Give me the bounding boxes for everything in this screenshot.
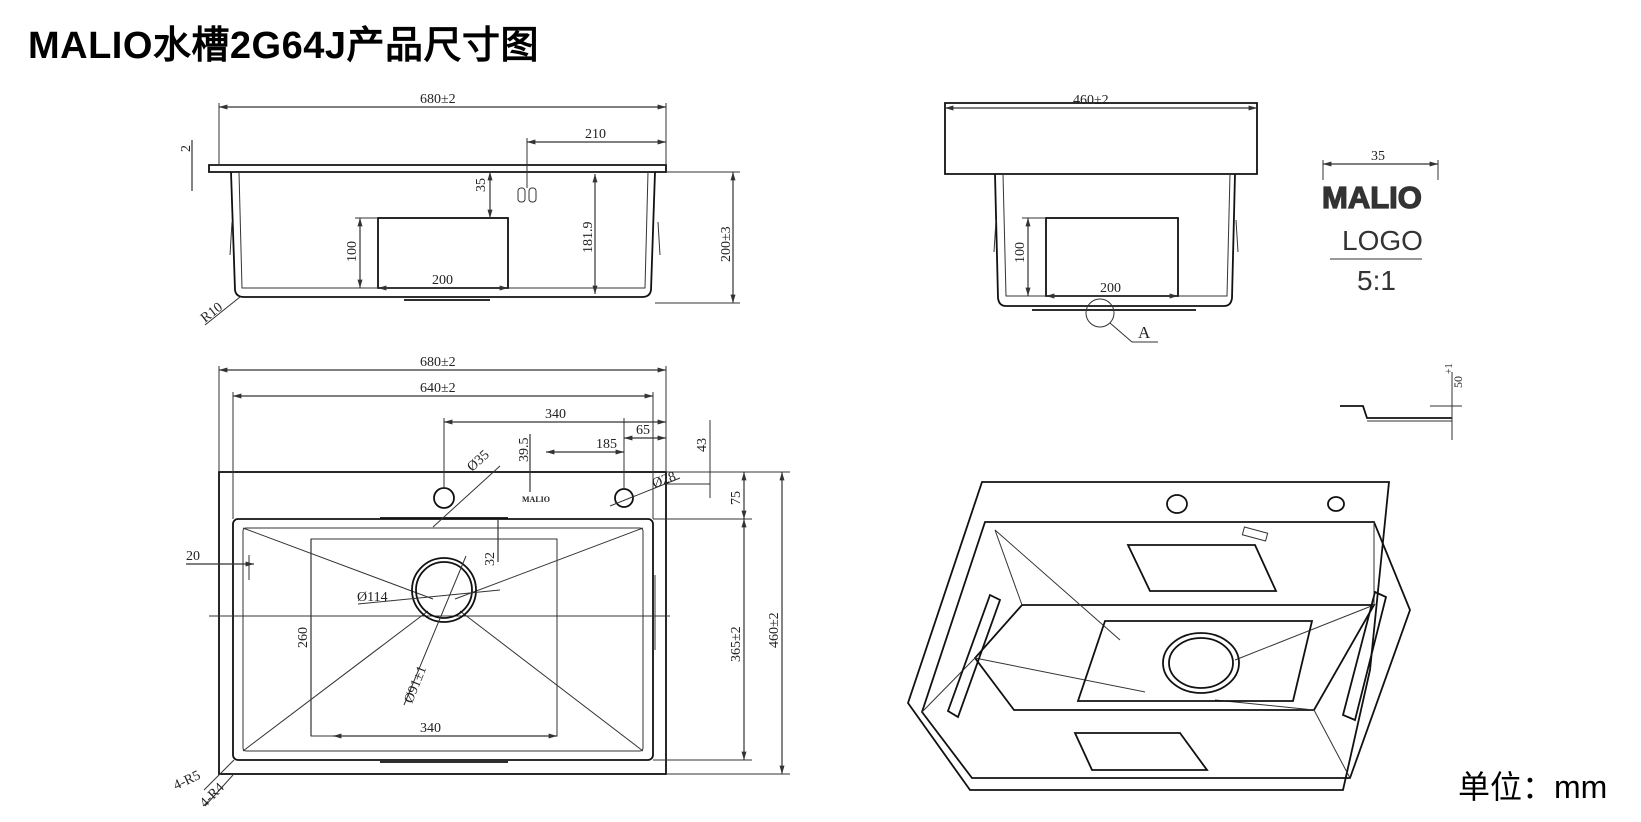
side-window-w: 200 <box>1100 281 1121 296</box>
top-corner-r4: 4-R4 <box>197 780 227 810</box>
top-corner-r5: 4-R5 <box>171 768 203 793</box>
edge-tolerance: +1 <box>1444 363 1455 374</box>
front-offset-210: 210 <box>585 127 606 142</box>
side-window-h: 100 <box>1013 242 1028 263</box>
top-hole-offset: 185 <box>596 437 617 452</box>
front-radius: R10 <box>198 300 226 326</box>
logo-scale: 5:1 <box>1357 265 1396 296</box>
top-grid-w: 340 <box>420 721 441 736</box>
logo-caption: LOGO <box>1342 225 1423 256</box>
logo-detail: 35 MALIO LOGO 5:1 <box>1321 149 1439 296</box>
isometric-view <box>907 481 1411 791</box>
front-window-w: 200 <box>432 273 453 288</box>
front-window-h: 100 <box>345 241 360 262</box>
front-offset-35: 35 <box>474 178 489 192</box>
top-bowl-depth: 365±2 <box>729 626 744 662</box>
front-height-200: 200±3 <box>719 226 734 262</box>
top-grid-h: 260 <box>296 627 311 648</box>
unit-label: 单位：mm <box>1458 769 1608 805</box>
front-thickness: 2 <box>179 145 194 152</box>
top-hole-dia-35: Ø35 <box>465 448 493 475</box>
top-width-640: 640±2 <box>420 381 456 396</box>
front-height-181: 181.9 <box>581 222 596 254</box>
edge-detail: 50 +1 <box>1340 363 1465 440</box>
front-view: 680±2 210 2 35 181.9 200±3 100 200 R10 <box>179 92 740 326</box>
top-gap-32: 32 <box>483 552 498 566</box>
side-width-label: 460±2 <box>1073 93 1109 108</box>
side-view: 460±2 100 200 A <box>944 93 1258 343</box>
top-drain-inner: Ø91±1 <box>402 664 430 706</box>
top-overall-depth: 460±2 <box>767 612 782 648</box>
top-view: MALIO 680±2 640±2 340 185 65 39.5 43 75 … <box>171 355 790 811</box>
top-depth-43: 43 <box>695 438 710 452</box>
detail-a-label: A <box>1138 323 1151 342</box>
top-brand-mark: MALIO <box>522 495 550 504</box>
logo-brand-mark: MALIO <box>1322 180 1422 215</box>
top-hole-span: 340 <box>545 407 566 422</box>
top-edge-offset: 65 <box>636 423 650 438</box>
top-drain-dia: Ø114 <box>357 590 388 605</box>
page-title: MALIO水槽2G64J产品尺寸图 <box>28 25 540 67</box>
top-logo-offset: 39.5 <box>517 438 532 463</box>
edge-value: 50 <box>1451 376 1465 388</box>
top-edge-20: 20 <box>186 549 200 564</box>
top-depth-75: 75 <box>729 491 744 505</box>
logo-width-label: 35 <box>1371 149 1385 164</box>
front-width-label: 680±2 <box>420 92 456 107</box>
top-width-680: 680±2 <box>420 355 456 370</box>
